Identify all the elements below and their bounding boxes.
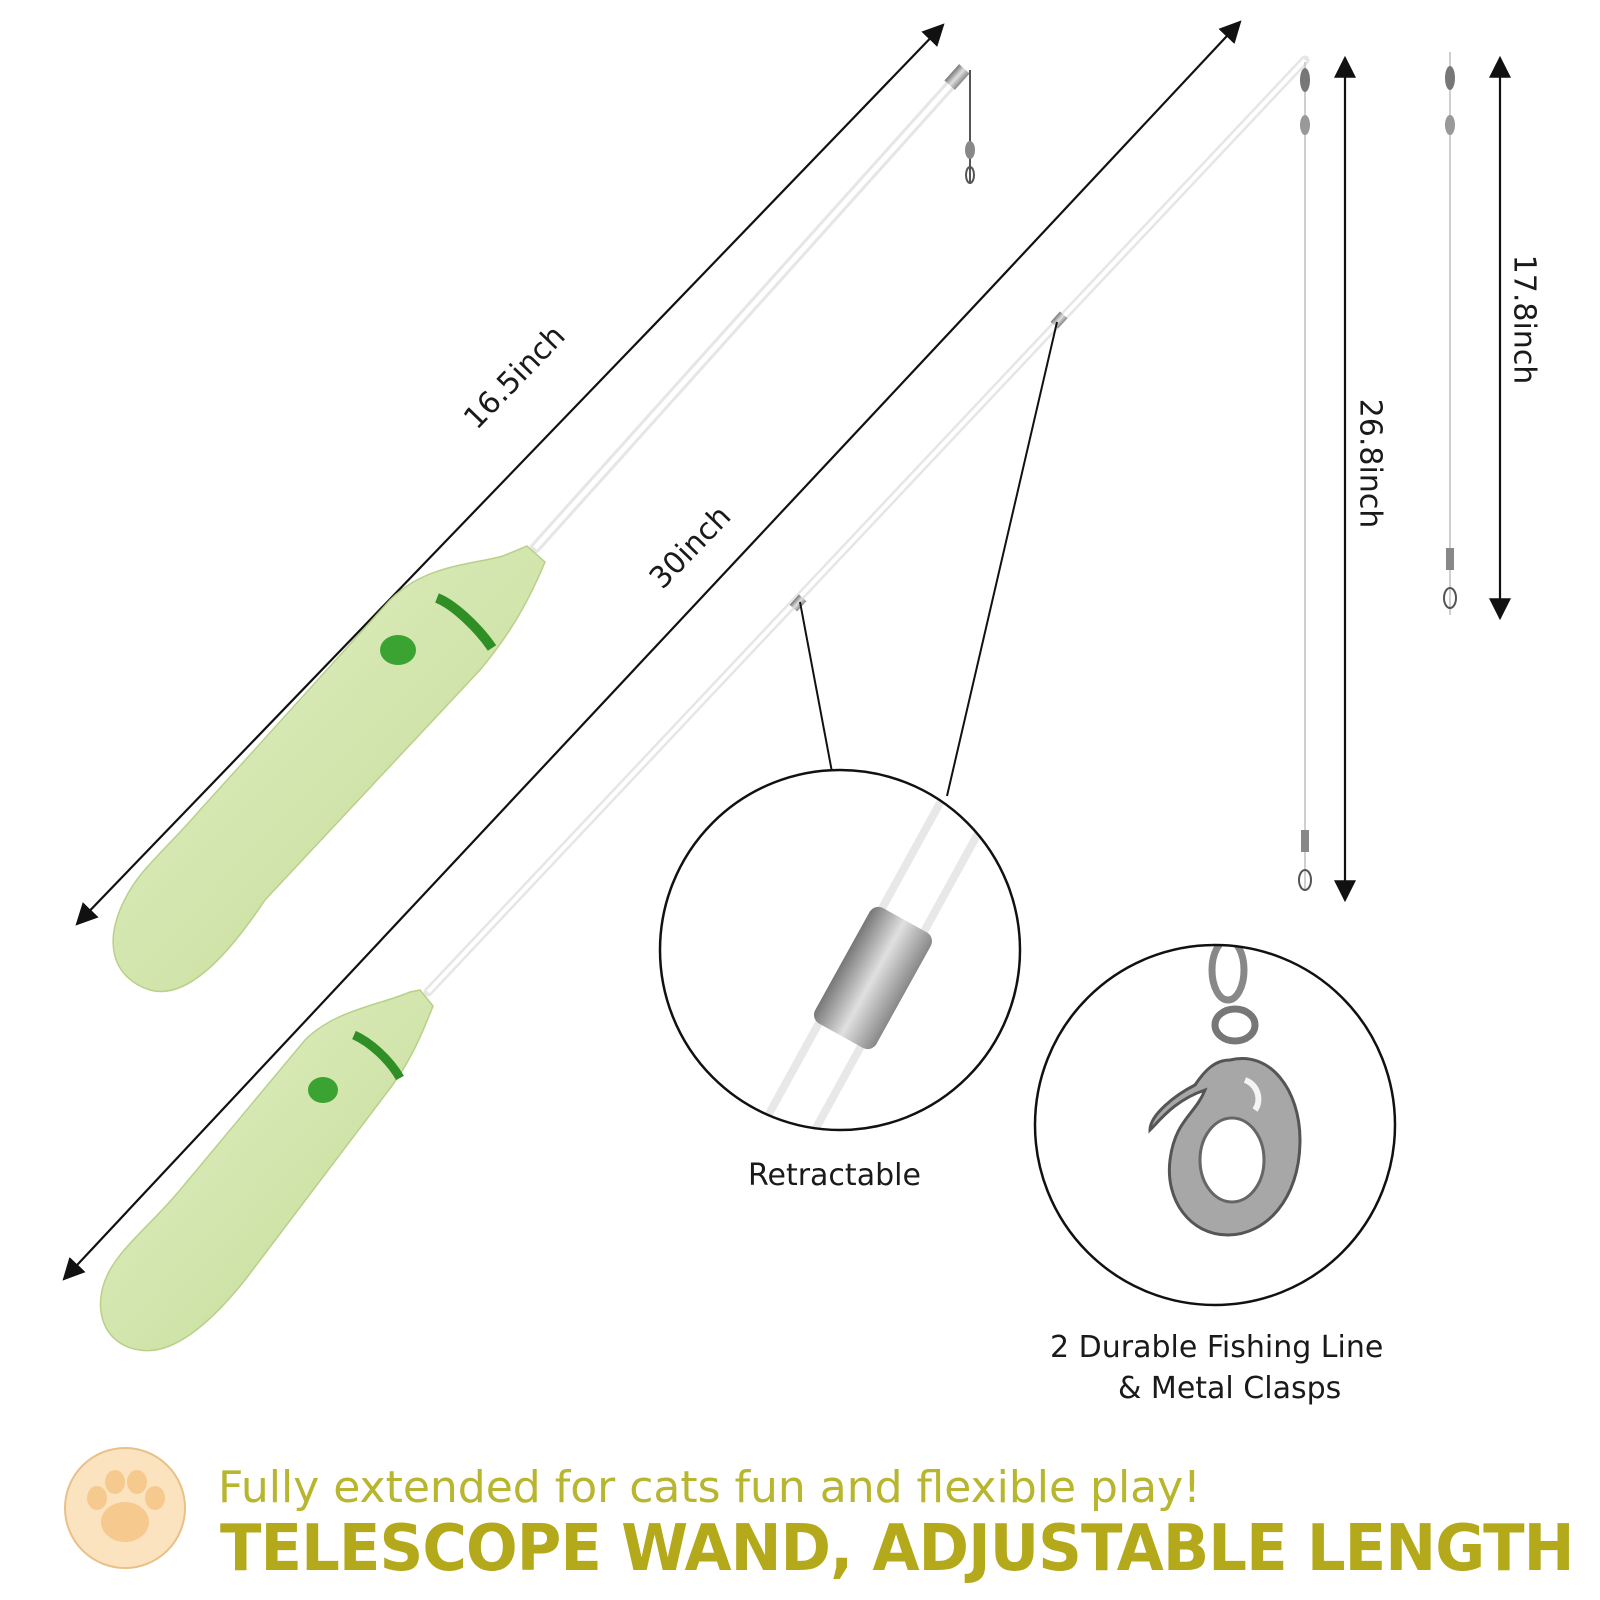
paw-icon bbox=[64, 1447, 186, 1569]
retractable-label: Retractable bbox=[748, 1158, 921, 1193]
long-wand-handle bbox=[99, 989, 434, 1352]
retractable-zoom-circle bbox=[658, 768, 1022, 1132]
short-fishing-line bbox=[1443, 52, 1457, 615]
long-wand bbox=[99, 55, 1310, 1352]
short-wand bbox=[112, 64, 975, 993]
clasp-zoom-circle bbox=[1033, 943, 1397, 1307]
banner-headline: TELESCOPE WAND, ADJUSTABLE LENGTH bbox=[220, 1512, 1574, 1586]
fishing-line-label-line2: & Metal Clasps bbox=[1118, 1371, 1342, 1406]
fishing-line-label-line1: 2 Durable Fishing Line bbox=[1050, 1330, 1384, 1365]
short-wand-button bbox=[380, 635, 416, 665]
long-wand-dimension-arrow bbox=[62, 20, 1242, 1281]
short-line-length-label: 17.8inch bbox=[1506, 254, 1542, 385]
short-wand-handle bbox=[112, 545, 546, 993]
banner-tagline: Fully extended for cats fun and flexible… bbox=[218, 1462, 1201, 1513]
long-wand-button bbox=[308, 1077, 338, 1103]
long-line-length-label: 26.8inch bbox=[1352, 398, 1388, 529]
long-fishing-line bbox=[1298, 62, 1312, 891]
